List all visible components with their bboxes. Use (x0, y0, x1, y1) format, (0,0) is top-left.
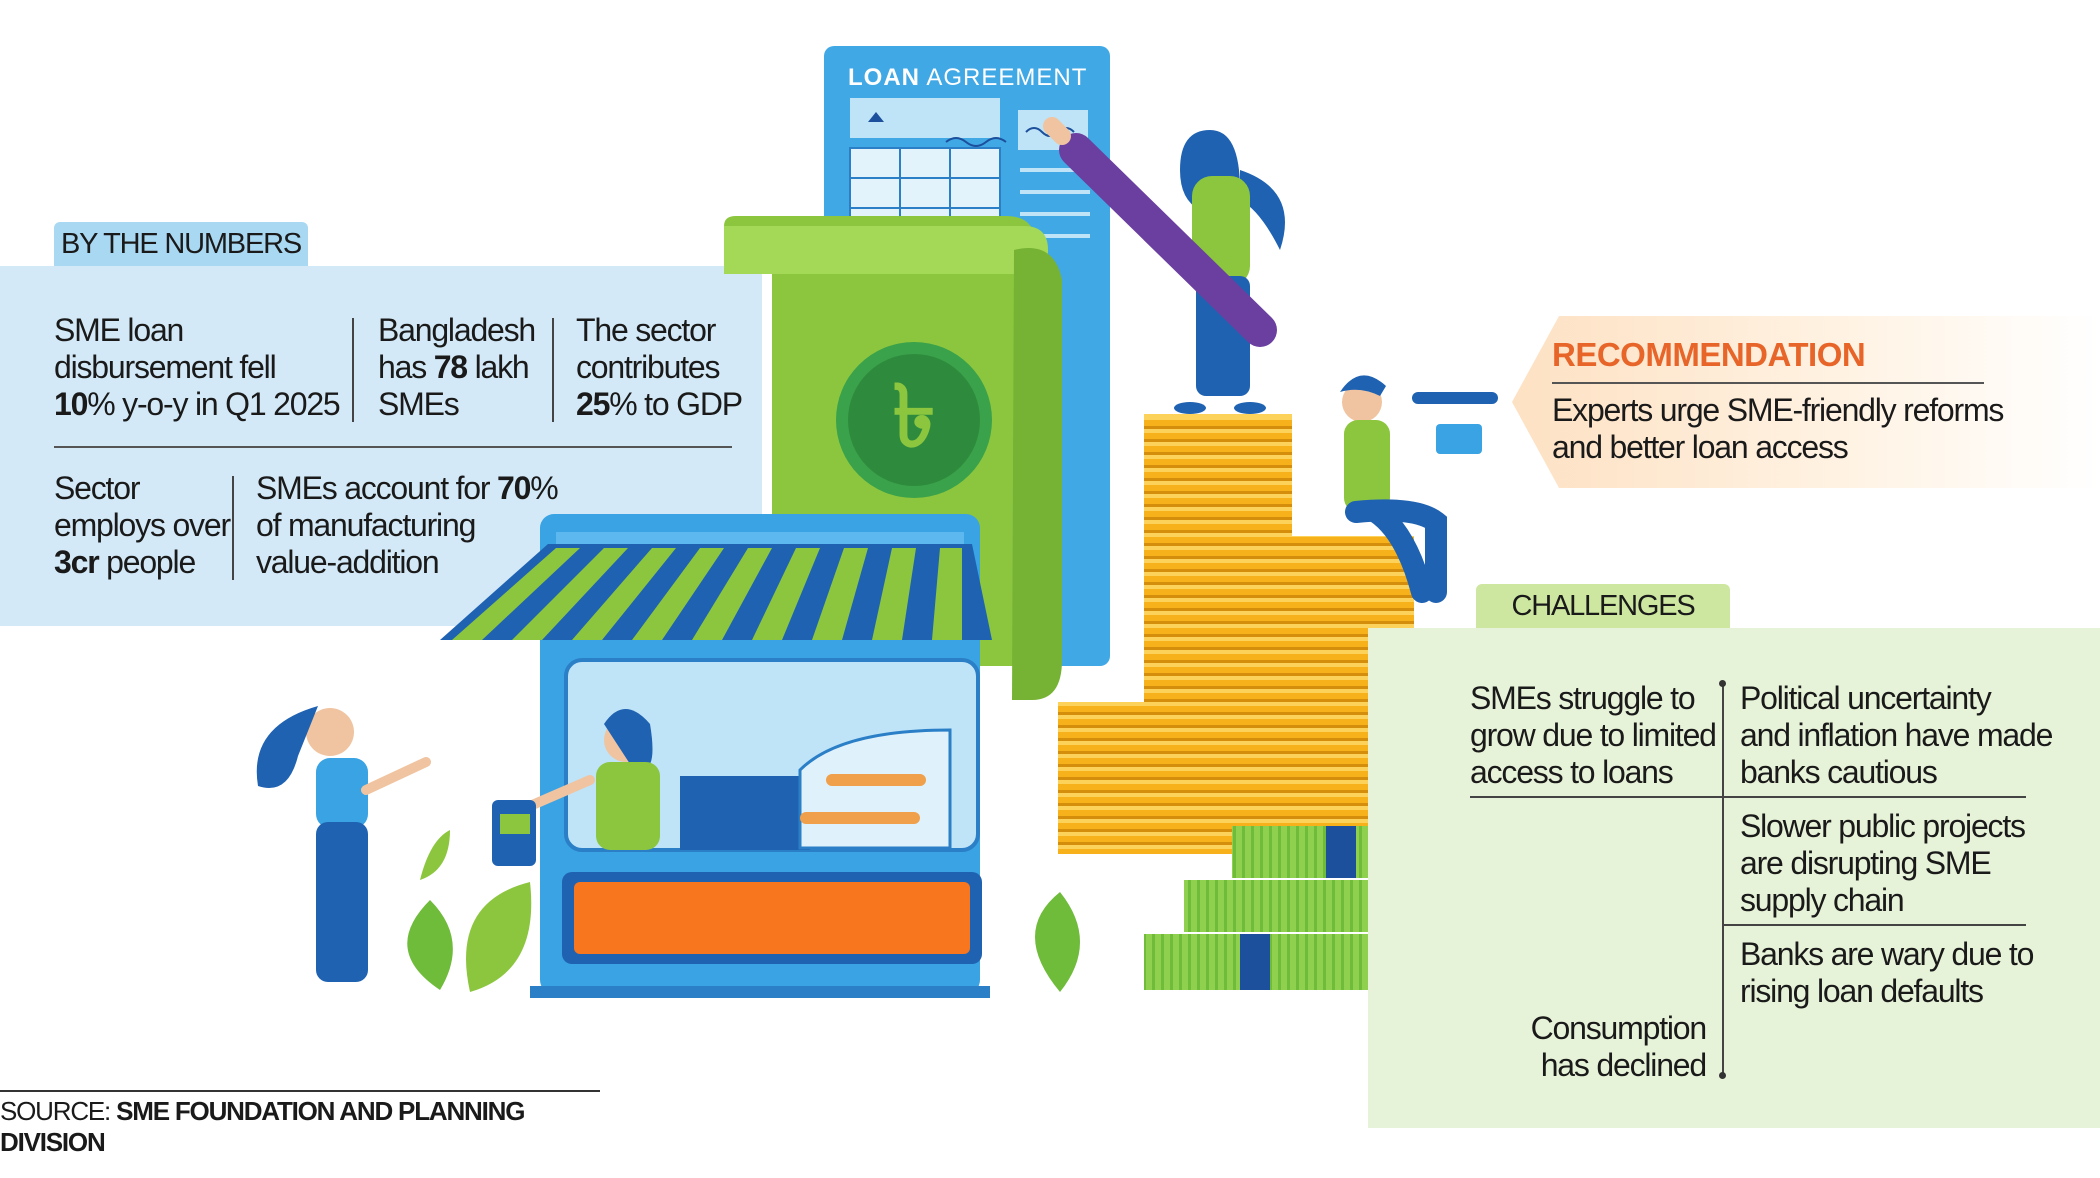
stat-employment: Sector employs over 3cr people (54, 470, 231, 581)
man-with-telescope-figure (1340, 375, 1498, 603)
challenge4-line2: rising loan defaults (1740, 973, 1984, 1009)
stat4-line2: employs over (54, 507, 231, 543)
awning-stripes (452, 548, 962, 640)
source-credit: SOURCE: SME FOUNDATION AND PLANNING DIVI… (0, 1090, 600, 1158)
challenge2-line1: Political uncertainty (1740, 680, 1992, 716)
recommendation-line1: Experts urge SME-friendly reforms (1552, 392, 2004, 428)
challenges-tab: CHALLENGES (1476, 584, 1730, 628)
stat3-line3: 25% to GDP (576, 386, 743, 423)
divider (1552, 382, 1984, 384)
challenge3-line1: Slower public projects (1740, 808, 2026, 844)
challenge3-line3: supply chain (1740, 882, 1905, 918)
divider (54, 446, 732, 448)
challenge1-line2: grow due to limited (1470, 717, 1717, 753)
stat5-line1: SMEs account for 70% (256, 470, 559, 507)
source-value: SME FOUNDATION AND PLANNING DIVISION (0, 1096, 525, 1157)
stat2-line1: Bangladesh (378, 312, 536, 348)
divider (1722, 796, 2026, 798)
divider (552, 318, 554, 422)
source-label: SOURCE: (0, 1096, 117, 1126)
stat5-pre: SMEs account for (256, 470, 498, 506)
stat3-rest: % to GDP (609, 386, 743, 422)
stat-manufacturing: SMEs account for 70% of manufacturing va… (256, 470, 559, 581)
stat1-bold: 10 (54, 386, 88, 422)
challenge4-line1: Banks are wary due to (1740, 936, 2034, 972)
challenge3-line2: are disrupting SME (1740, 845, 1992, 881)
recommendation-line2: and better loan access (1552, 429, 1849, 465)
challenges-panel (1368, 628, 2100, 1128)
stat3-line1: The sector (576, 312, 716, 348)
stat-sme-count: Bangladesh has 78 lakh SMEs (378, 312, 536, 423)
stat5-line2: of manufacturing (256, 507, 476, 543)
stat2-line3: SMEs (378, 386, 460, 422)
shop-kiosk (440, 514, 992, 998)
stat-gdp-share: The sector contributes 25% to GDP (576, 312, 743, 423)
stat4-line3: 3cr people (54, 544, 230, 581)
challenge2-line3: banks cautious (1740, 754, 1938, 790)
challenge1-line1: SMEs struggle to (1470, 680, 1696, 716)
stat2-post: lakh (466, 349, 530, 385)
stat2-pre: has (378, 349, 434, 385)
challenge-political-uncertainty: Political uncertainty and inflation have… (1740, 680, 2053, 791)
loan-agreement-title: LOAN AGREEMENT (848, 64, 1087, 92)
challenge5-line1: Consumption (1530, 1010, 1708, 1046)
bullet-dot (1719, 680, 1726, 687)
stat5-bold: 70 (497, 470, 531, 506)
loan-agreement-title-bold: LOAN (848, 64, 920, 91)
taka-symbol-icon: ৳ (892, 369, 936, 465)
challenge5-line2: has declined (1540, 1047, 1707, 1083)
recommendation-title: RECOMMENDATION (1552, 336, 1866, 373)
woman-signing-figure (1043, 117, 1285, 414)
stat1-rest: % y-o-y in Q1 2025 (87, 386, 341, 422)
recommendation-text: Experts urge SME-friendly reforms and be… (1552, 392, 2004, 466)
stat3-line2: contributes (576, 349, 721, 385)
stat2-bold: 78 (433, 349, 468, 385)
challenge1-line3: access to loans (1470, 754, 1674, 790)
divider (1722, 924, 2026, 926)
stat2-line2: has 78 lakh (378, 349, 535, 386)
stat1-line2: disbursement fell (54, 349, 277, 385)
recommendation-panel (1512, 316, 2100, 488)
divider (352, 318, 354, 422)
stat4-line1: Sector (54, 470, 140, 506)
stat5-post: % (530, 470, 558, 506)
customer-woman-figure (256, 706, 431, 982)
by-the-numbers-tab: BY THE NUMBERS (54, 222, 308, 266)
stat-loan-disbursement: SME loan disbursement fell 10% y-o-y in … (54, 312, 341, 423)
divider (232, 476, 234, 580)
divider (1470, 796, 1898, 798)
challenge-loan-defaults: Banks are wary due to rising loan defaul… (1740, 936, 2034, 1010)
stat1-line1: SME loan (54, 312, 184, 348)
stat5-line3: value-addition (256, 544, 440, 580)
challenge2-line2: and inflation have made (1740, 717, 2053, 753)
stat4-bold: 3cr (54, 544, 100, 580)
stat3-bold: 25 (576, 386, 610, 422)
challenge-limited-access: SMEs struggle to grow due to limited acc… (1470, 680, 1717, 791)
coin-stacks (1058, 414, 1414, 854)
divider (1722, 684, 1724, 1076)
challenge-public-projects: Slower public projects are disrupting SM… (1740, 808, 2026, 919)
challenge-consumption: Consumption has declined (1500, 1010, 1708, 1084)
loan-agreement-title-rest: AGREEMENT (920, 64, 1088, 91)
stat4-rest: people (98, 544, 196, 580)
bullet-dot (1719, 1072, 1726, 1079)
stat1-line3: 10% y-o-y in Q1 2025 (54, 386, 341, 423)
shopkeeper-woman-figure (492, 709, 660, 866)
